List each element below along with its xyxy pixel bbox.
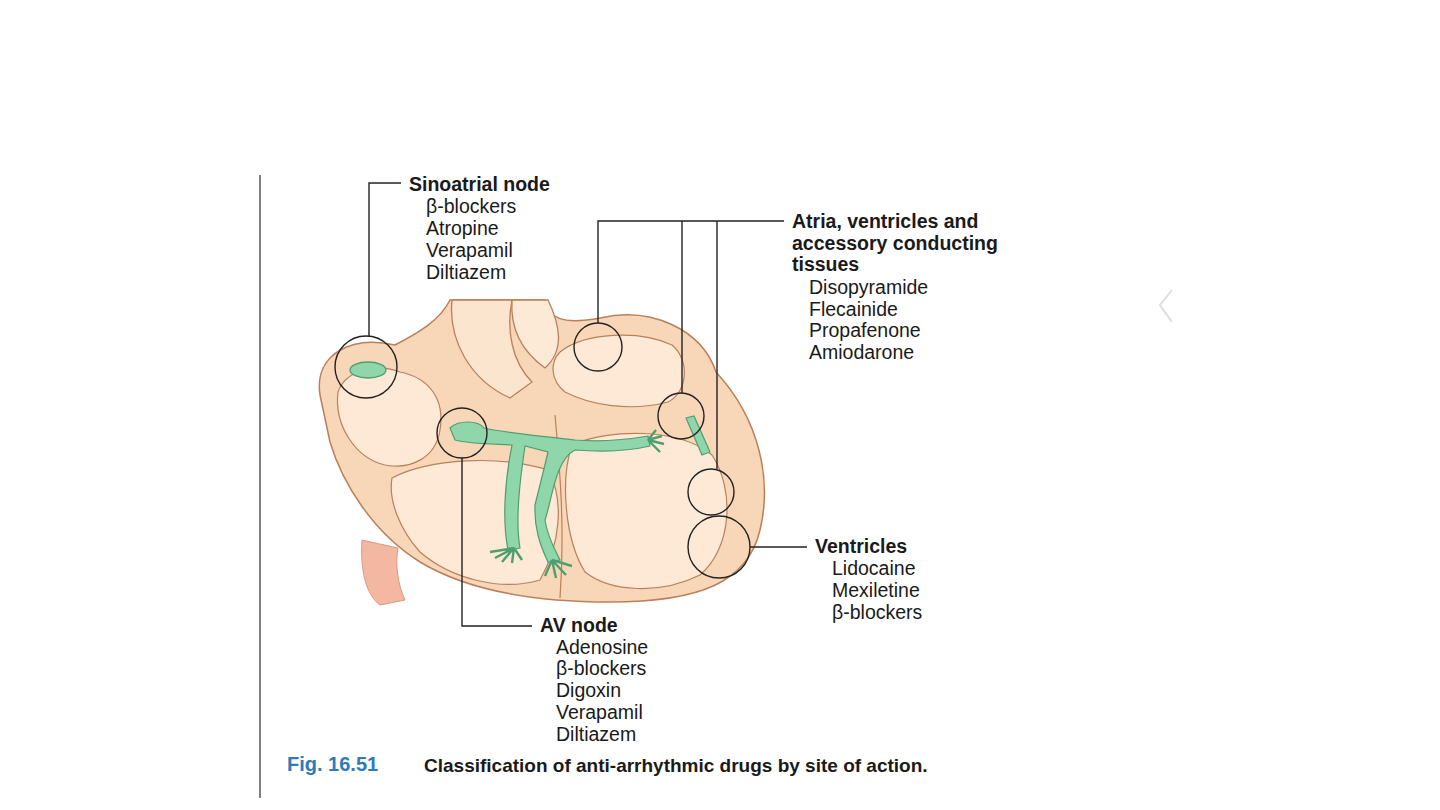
drug-name: Verapamil [426, 240, 513, 262]
drug-name: Diltiazem [426, 262, 506, 284]
drug-name: Verapamil [556, 702, 643, 724]
drug-name: Flecainide [809, 299, 898, 321]
drug-name: Propafenone [809, 320, 921, 342]
drug-name: β-blockers [426, 196, 516, 218]
site-heading: Ventricles [815, 536, 907, 558]
drug-name: Amiodarone [809, 342, 914, 364]
drug-name: Lidocaine [832, 558, 915, 580]
site-heading: Atria, ventricles and accessory conducti… [792, 211, 1064, 276]
drug-name: Digoxin [556, 680, 621, 702]
drug-name: Adenosine [556, 637, 648, 659]
figure-number: Fig. 16.51 [287, 754, 378, 776]
drug-name: β-blockers [832, 602, 922, 624]
site-heading: Sinoatrial node [409, 174, 550, 196]
drug-name: Disopyramide [809, 277, 928, 299]
figure-caption: Classification of anti-arrhythmic drugs … [424, 755, 928, 777]
drug-name: Atropine [426, 218, 499, 240]
drug-name: Mexiletine [832, 580, 920, 602]
drug-name: β-blockers [556, 658, 646, 680]
drug-name: Diltiazem [556, 724, 636, 746]
site-heading: AV node [540, 615, 618, 637]
